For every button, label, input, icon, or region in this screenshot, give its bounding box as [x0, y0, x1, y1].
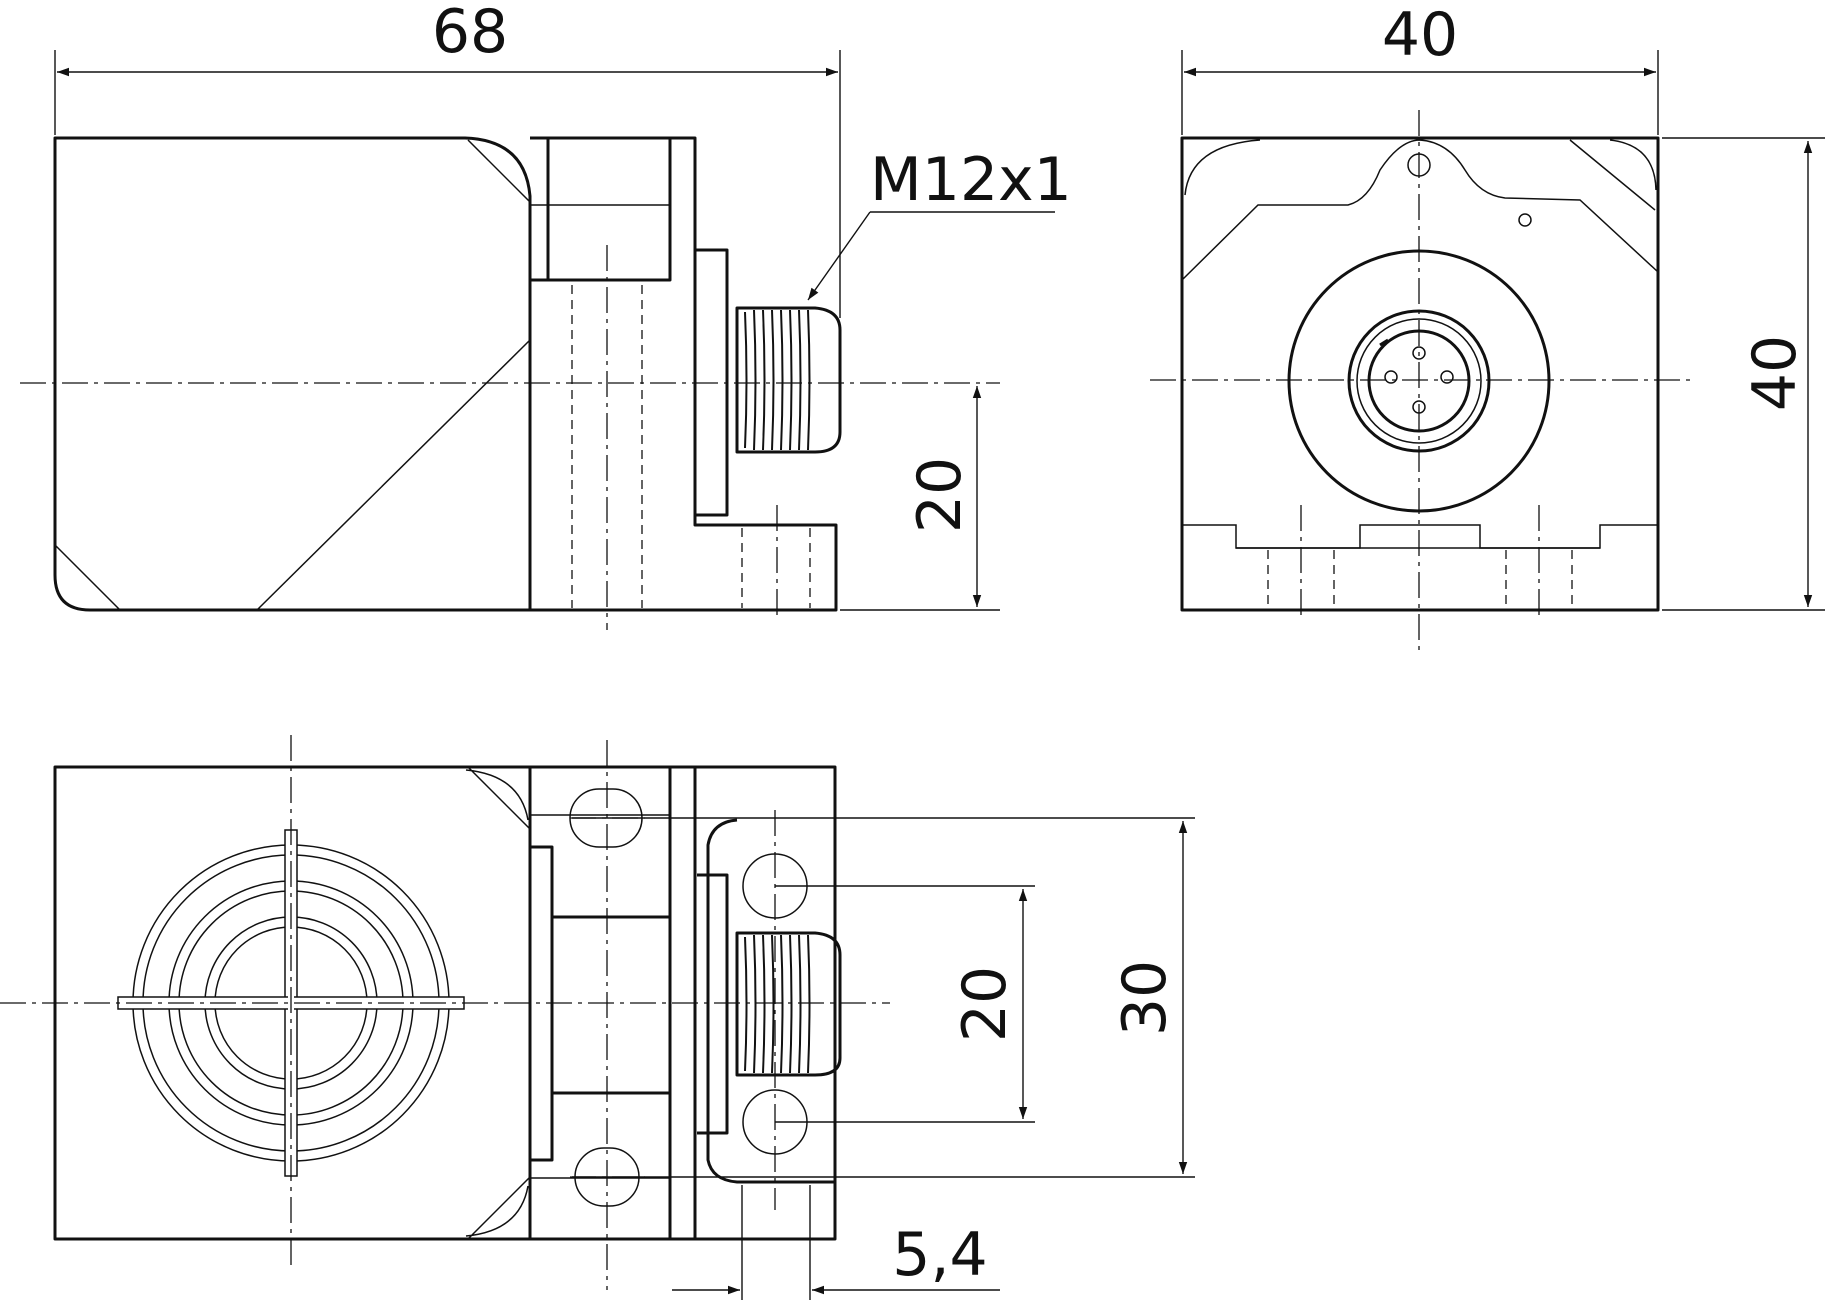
dim-hole-spacing: 20 — [775, 885, 1035, 1123]
front-pin-left — [1384, 370, 1398, 384]
dim-axis-height: 20 — [840, 386, 1000, 611]
top-view — [0, 735, 890, 1290]
side-view — [20, 136, 1000, 630]
dim-thread: M12x1 — [807, 145, 1072, 301]
front-pin-top — [1412, 346, 1426, 360]
side-chamfer-top — [467, 139, 531, 203]
side-housing-outline — [53, 136, 532, 612]
label-axis-height: 20 — [905, 457, 975, 533]
side-sensing-face-edge — [256, 339, 531, 611]
top-flange-step — [697, 873, 729, 1135]
label-hole-spacing: 20 — [950, 966, 1020, 1042]
side-chamfer-bottom — [54, 544, 121, 611]
dim-overall-height: 40 — [1662, 137, 1825, 611]
dim-overall-width: 40 — [1181, 0, 1659, 135]
front-view — [1150, 110, 1690, 650]
label-overall-height: 40 — [1740, 335, 1810, 411]
front-housing-outline — [1180, 136, 1660, 612]
label-overall-length: 68 — [432, 0, 508, 67]
label-flange-offset: 5,4 — [892, 1220, 987, 1290]
top-connector — [735, 931, 842, 1077]
front-corner-round — [1609, 139, 1657, 191]
side-bracket-outline — [530, 136, 838, 612]
front-top-profile — [1181, 139, 1659, 281]
front-connector-ring — [1356, 318, 1482, 444]
side-connector — [735, 306, 842, 454]
top-flange-outline — [706, 818, 835, 1184]
dim-slot-spacing: 30 — [572, 817, 1195, 1178]
dim-flange-offset: 5,4 — [672, 1185, 1000, 1300]
label-overall-width: 40 — [1382, 0, 1458, 70]
top-bracket-lines — [530, 814, 670, 1179]
front-pin-right — [1440, 370, 1454, 384]
front-small-hole — [1518, 213, 1532, 227]
front-base-profile — [1182, 524, 1658, 549]
label-thread: M12x1 — [870, 145, 1072, 215]
top-chamfers — [465, 766, 531, 1240]
label-slot-spacing: 30 — [1110, 960, 1180, 1036]
front-key — [1379, 338, 1389, 347]
dim-overall-length: 68 — [54, 0, 841, 318]
